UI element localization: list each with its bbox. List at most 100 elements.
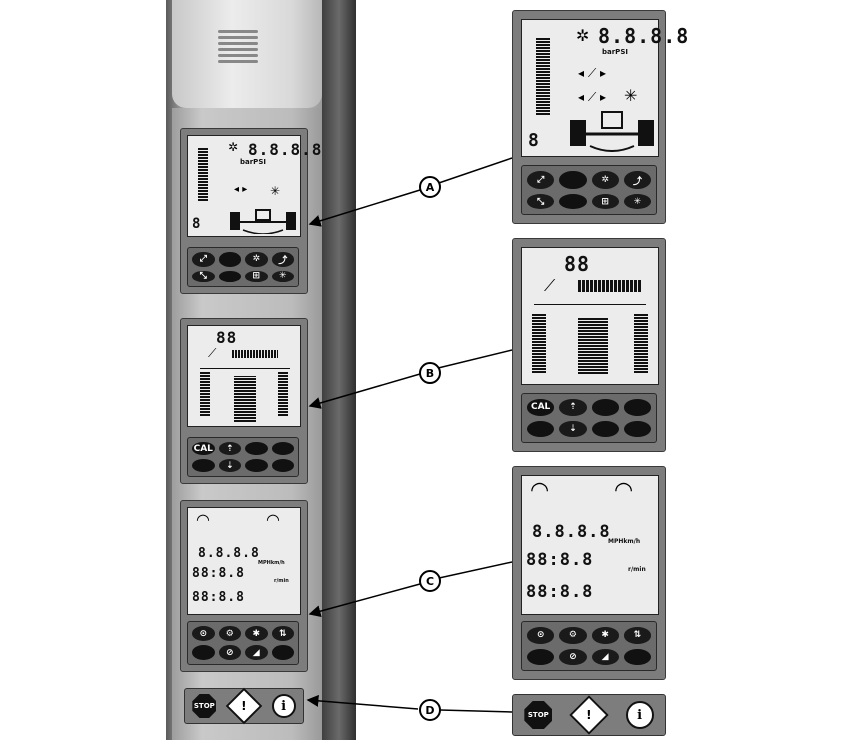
depth-icon-large: ⟋ (544, 276, 556, 295)
blank-key-2[interactable] (218, 270, 241, 282)
arrow-icons-large: ◂ ⟋ ▸ (578, 90, 607, 104)
cal-key[interactable]: CAL (192, 442, 215, 455)
callout-b: B (419, 362, 441, 384)
blank-key-9[interactable] (271, 645, 294, 660)
speed-digits-large: 8.8.8.8 (532, 522, 611, 542)
leader-c-left (308, 583, 421, 618)
fan-key[interactable]: ✲ (245, 252, 268, 267)
blank-key-3[interactable] (245, 442, 268, 455)
fan-key-large[interactable]: ✲ (591, 171, 619, 189)
blank-key-large-3[interactable] (591, 399, 619, 416)
large-panel-a: ✲ 8.8.8.8 barPSI ◂ ⟋ ▸ ✳ ◂ ⟋ ▸ 8 ⤢ ✲ ⤴ ⤡… (512, 10, 688, 224)
blank-key-large-4[interactable] (623, 399, 651, 416)
center-bar-graph-large (578, 318, 608, 374)
small-digit: 8 (192, 216, 202, 232)
pto-key-large[interactable]: ⊙ (527, 627, 555, 644)
blank-key-7[interactable] (271, 459, 294, 472)
hitch-key-large[interactable]: ⤢ (527, 171, 555, 189)
callout-c: C (419, 570, 441, 592)
keypad-c-large: ⊙ ⚙ ✱ ⇅ ⊘ ◢ (521, 621, 657, 671)
lift-key[interactable]: ⤴ (271, 252, 294, 267)
tool-key[interactable]: ⤡ (192, 270, 215, 282)
blank-key-large-9[interactable] (623, 648, 651, 665)
tool-key-large[interactable]: ⤡ (527, 194, 555, 209)
engine-key[interactable]: ✱ (245, 626, 268, 641)
slip-key-large[interactable]: ◢ (591, 648, 619, 665)
small-lcd-b: 88 ⟋ (187, 325, 301, 427)
lower-key-large[interactable]: ⇣ (559, 420, 587, 437)
large-lcd-b: 88 ⟋ (521, 247, 659, 385)
raise-key[interactable]: ⇡ (218, 442, 241, 455)
snow-key-large[interactable]: ✳ (623, 194, 651, 209)
keypad-a-large: ⤢ ✲ ⤴ ⤡ ⊞ ✳ (521, 165, 657, 215)
lcd-digits: 8.8.8.8 (248, 140, 323, 159)
slip-key[interactable]: ◢ (245, 645, 268, 660)
rpm-key[interactable]: ⚙ (218, 626, 241, 641)
snow-key[interactable]: ✳ (271, 270, 294, 282)
depth-icon: ⟋ (208, 346, 217, 360)
leader-a-left (308, 189, 421, 227)
blank-key-5[interactable] (192, 459, 215, 472)
lcd-digits-large: 8.8.8.8 (598, 24, 690, 48)
keypad-a: ⤢ ✲ ⤴ ⤡ ⊞ ✳ (187, 247, 299, 287)
right-bar-graph-large (634, 314, 648, 373)
blank-key-large-6[interactable] (591, 420, 619, 437)
blank-key-large-7[interactable] (623, 420, 651, 437)
hitch-icon-large: ◂ ⟋ ▸ (578, 66, 607, 80)
callout-a: A (419, 176, 441, 198)
keypad-b: CAL ⇡ ⇣ (187, 437, 299, 477)
right-bar-graph (278, 372, 288, 416)
blank-key-4[interactable] (271, 442, 294, 455)
hitch-updown-key-large[interactable]: ⇅ (623, 627, 651, 644)
cal-key-large[interactable]: CAL (527, 399, 555, 416)
left-bar-graph (200, 372, 210, 416)
hitch-key[interactable]: ⤢ (192, 252, 215, 267)
small-digit-large: 8 (528, 130, 540, 151)
blank-key-6[interactable] (245, 459, 268, 472)
blank-key-large-5[interactable] (527, 420, 555, 437)
snowflake-icon-large: ✳ (624, 86, 638, 105)
rpm-key-large[interactable]: ⚙ (559, 627, 587, 644)
large-panel-b: 88 ⟋ CAL ⇡ ⇣ (512, 238, 666, 452)
keypad-b-large: CAL ⇡ ⇣ (521, 393, 657, 443)
blank-key-8[interactable] (192, 645, 215, 660)
raise-key-large[interactable]: ⇡ (559, 399, 587, 416)
small-panel-b: 88 ⟋ CAL ⇡ ⇣ (180, 318, 308, 484)
axle-key[interactable]: ⊞ (245, 270, 268, 282)
load-bar-large (578, 280, 642, 292)
blank-key-large-1[interactable] (559, 171, 587, 189)
lower-key[interactable]: ⇣ (218, 459, 241, 472)
pressure-unit: barPSI (240, 158, 266, 166)
area-key[interactable]: ⊘ (218, 645, 241, 660)
rpm-label-large: r/min (628, 566, 646, 573)
steering-icon (230, 209, 296, 234)
level-bar-graph (198, 148, 208, 201)
leader-d-left (306, 694, 419, 710)
large-panel-c: ◠ ◠ 8.8.8.8 MPHkm/h 88:8.8 88:8.8 r/min … (512, 466, 666, 680)
blank-key-large-2[interactable] (559, 194, 587, 209)
speed-digits: 8.8.8.8 (198, 546, 260, 561)
speaker-grille (218, 30, 258, 66)
hitch-updown-key[interactable]: ⇅ (271, 626, 294, 641)
hitch-line (200, 368, 290, 369)
keypad-c: ⊙ ⚙ ✱ ⇅ ⊘ ◢ (187, 621, 299, 665)
blank-key-large-8[interactable] (527, 648, 555, 665)
fan-icon-large: ✲ (576, 26, 590, 45)
center-bar-graph (234, 376, 256, 422)
engine-key-large[interactable]: ✱ (591, 627, 619, 644)
snowflake-icon: ✳ (270, 184, 281, 198)
time-digits-large-2: 88:8.8 (526, 582, 594, 602)
small-panel-c: ◠ ◠ 8.8.8.8 MPHkm/h 88:8.8 88:8.8 r/min … (180, 500, 308, 672)
area-key-large[interactable]: ⊘ (559, 648, 587, 665)
pto-key[interactable]: ⊙ (192, 626, 215, 641)
small-lcd-c: ◠ ◠ 8.8.8.8 MPHkm/h 88:8.8 88:8.8 r/min (187, 507, 301, 615)
info-icon: i (271, 694, 296, 718)
axle-key-large[interactable]: ⊞ (591, 194, 619, 209)
leader-b-right (429, 349, 513, 371)
lift-key-large[interactable]: ⤴ (623, 171, 651, 189)
leader-b-left (308, 373, 421, 409)
blank-key-1[interactable] (218, 252, 241, 267)
time-digits-1: 88:8.8 (192, 566, 245, 581)
arrow-icons: ◂ ▸ (234, 184, 248, 195)
